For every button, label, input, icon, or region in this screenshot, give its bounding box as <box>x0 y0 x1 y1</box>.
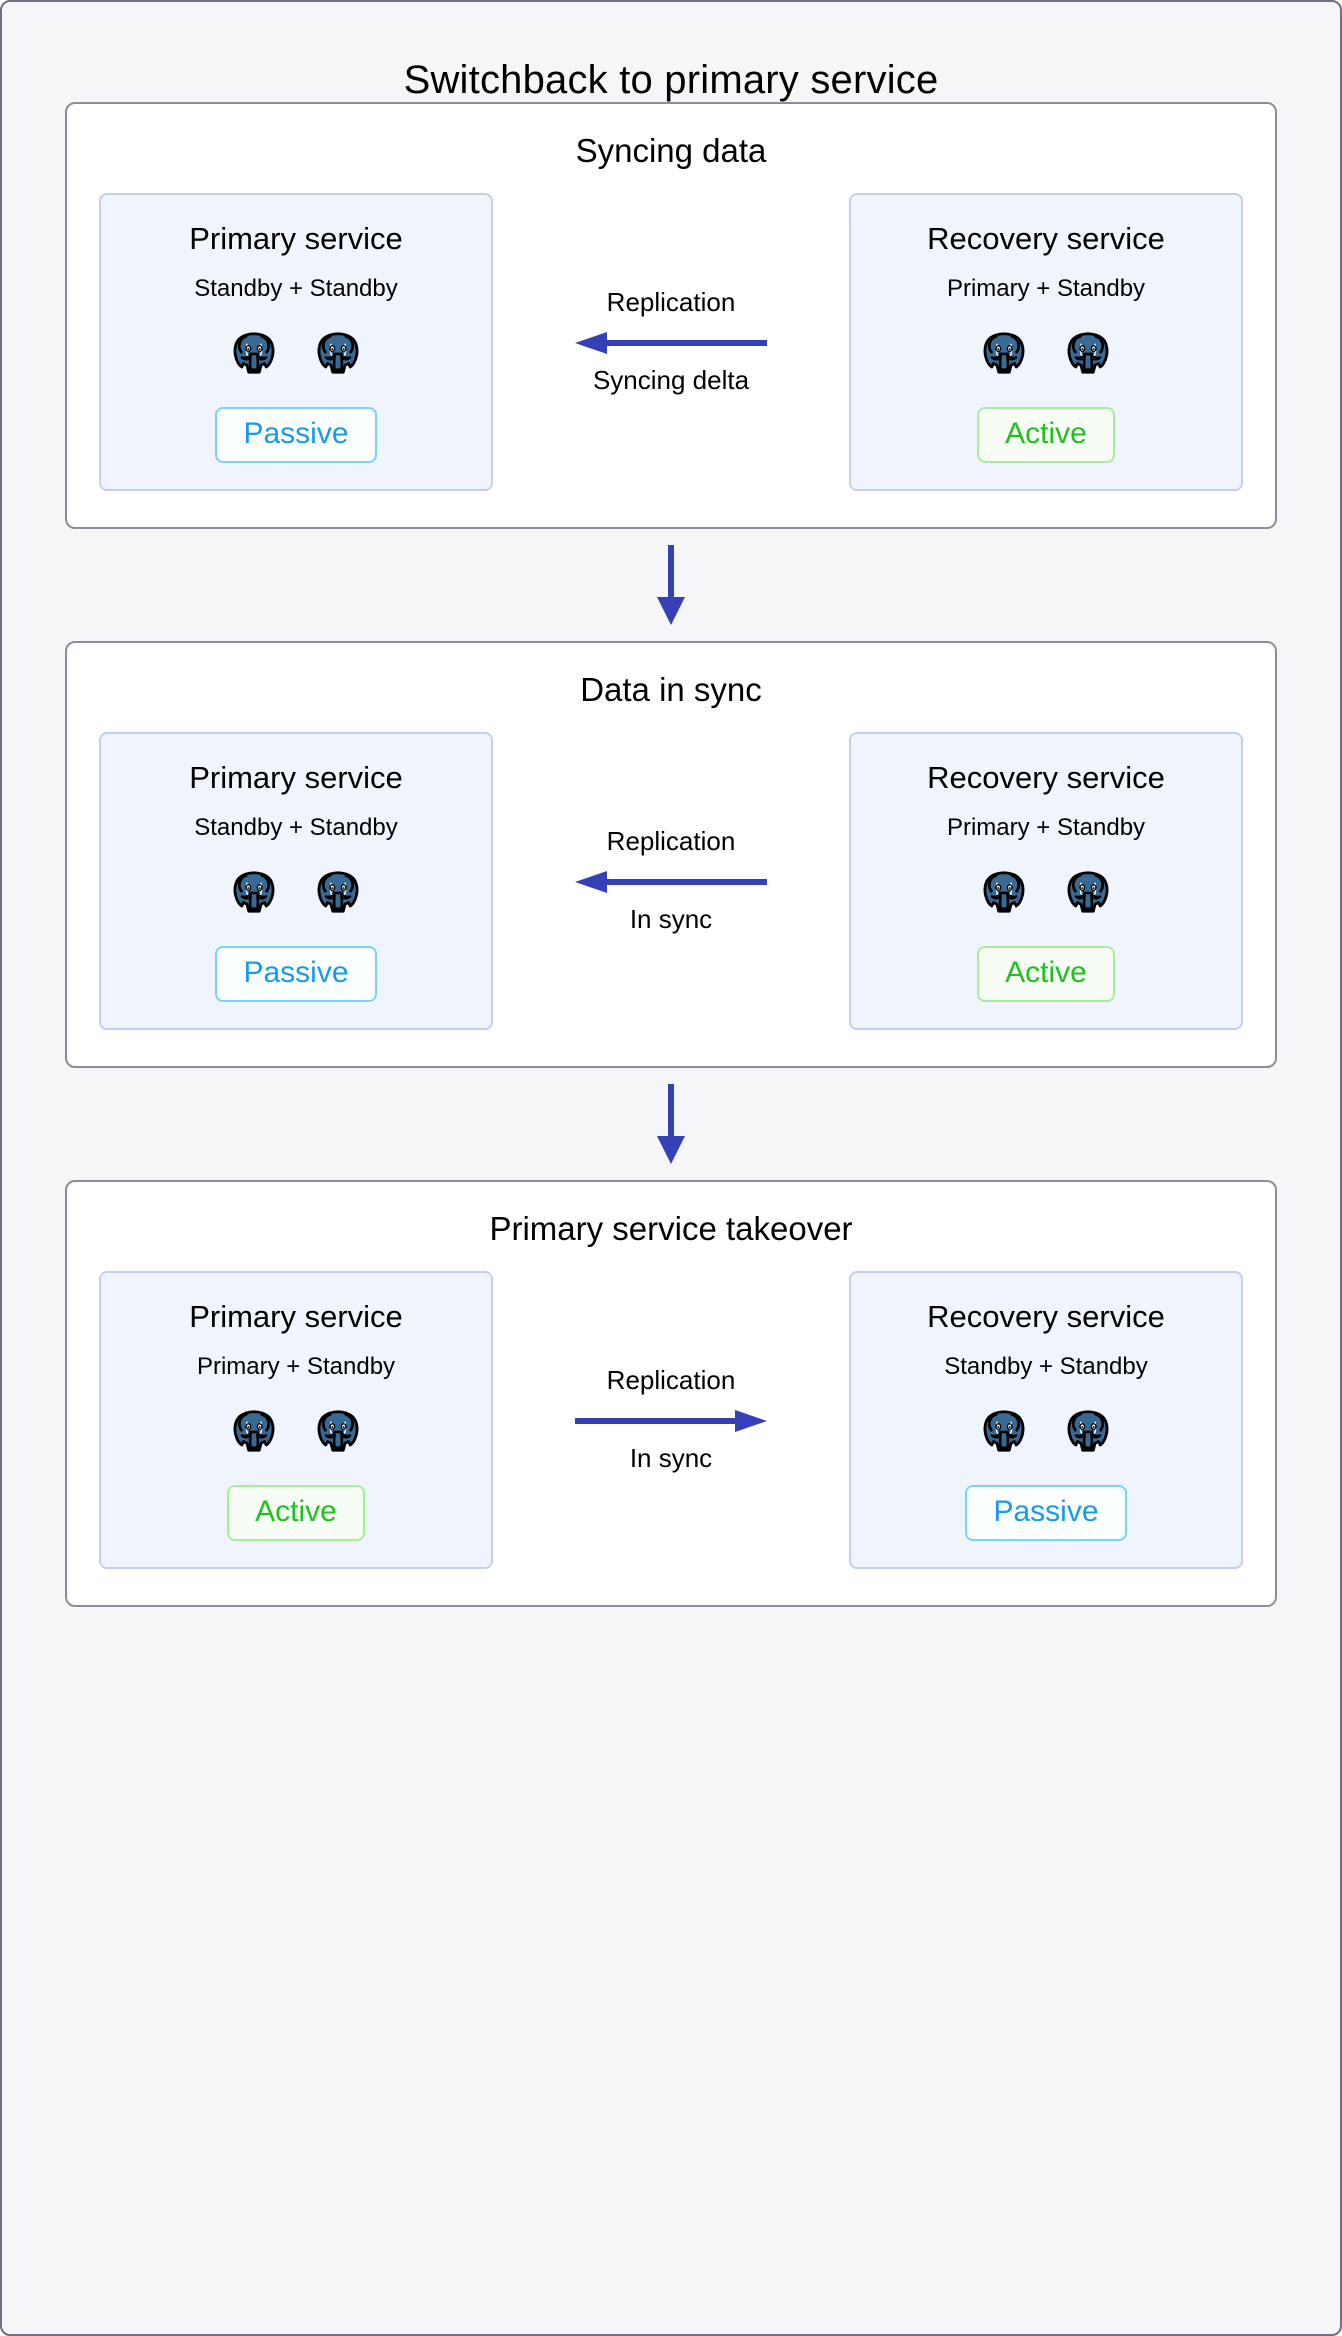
postgres-elephant-icon <box>226 864 282 920</box>
arrow-down-icon <box>657 1084 685 1165</box>
stage-title: Primary service takeover <box>489 1210 853 1248</box>
stage-body: Primary service Standby + Standby <box>67 169 1275 527</box>
service-card-recovery: Recovery service Primary + Standby <box>849 193 1243 492</box>
stage-body: Primary service Primary + Standby <box>67 1247 1275 1605</box>
status-badge-wrap: Active <box>111 1484 481 1542</box>
stage-body: Primary service Standby + Standby <box>67 708 1275 1066</box>
postgres-elephant-icon <box>976 325 1032 381</box>
link-label-top: Replication <box>606 287 736 318</box>
node-group <box>861 1403 1231 1459</box>
replication-link: Replication In sync <box>493 826 849 935</box>
service-card-recovery: Recovery service Standby + Standby <box>849 1271 1243 1570</box>
stage-title: Data in sync <box>580 671 762 709</box>
service-name: Recovery service <box>927 1299 1165 1335</box>
step-arrow-row <box>65 1068 1277 1180</box>
node-group <box>861 864 1231 920</box>
service-card-primary: Primary service Standby + Standby <box>99 193 493 492</box>
stage-panel-syncing-data: Syncing data Primary service Standby + S… <box>65 102 1277 530</box>
postgres-elephant-icon <box>1060 864 1116 920</box>
service-roles: Primary + Standby <box>196 1353 396 1380</box>
node-group <box>111 1403 481 1459</box>
step-arrow-row <box>65 529 1277 641</box>
status-badge-wrap: Active <box>861 945 1231 1003</box>
service-name: Primary service <box>189 221 403 257</box>
service-roles: Standby + Standby <box>194 813 398 841</box>
status-badge: Active <box>977 406 1115 464</box>
link-label-bottom: Syncing delta <box>592 365 750 396</box>
stage-title: Syncing data <box>575 132 767 169</box>
service-roles: Standby + Standby <box>944 1353 1148 1380</box>
status-badge: Passive <box>965 1484 1127 1542</box>
postgres-elephant-icon <box>226 1403 282 1459</box>
status-badge: Passive <box>215 945 377 1003</box>
arrow-right-icon <box>575 1410 767 1433</box>
service-roles: Primary + Standby <box>946 813 1146 841</box>
node-group <box>861 325 1231 381</box>
page-title: Switchback to primary service <box>403 58 939 102</box>
stage-panel-primary-service-takeover: Primary service takeover Primary service… <box>65 1180 1277 1608</box>
node-group <box>111 325 481 381</box>
status-badge-wrap: Passive <box>111 945 481 1003</box>
stage-panel-data-in-sync: Data in sync Primary service Standby + S… <box>65 641 1277 1069</box>
replication-link: Replication Syncing delta <box>493 287 849 396</box>
status-badge-wrap: Active <box>861 406 1231 464</box>
status-badge-wrap: Passive <box>861 1484 1231 1542</box>
postgres-elephant-icon <box>310 325 366 381</box>
service-roles: Primary + Standby <box>946 274 1146 302</box>
link-label-top: Replication <box>606 826 736 857</box>
arrow-down-icon <box>657 545 685 626</box>
node-group <box>111 864 481 920</box>
postgres-elephant-icon <box>310 864 366 920</box>
arrow-left-icon <box>575 871 767 894</box>
postgres-elephant-icon <box>976 864 1032 920</box>
postgres-elephant-icon <box>976 1403 1032 1459</box>
postgres-elephant-icon <box>310 1403 366 1459</box>
service-name: Recovery service <box>927 760 1165 796</box>
service-roles: Standby + Standby <box>194 274 398 302</box>
status-badge: Active <box>227 1484 365 1542</box>
service-card-primary: Primary service Primary + Standby <box>99 1271 493 1570</box>
service-card-primary: Primary service Standby + Standby <box>99 732 493 1031</box>
service-name: Primary service <box>189 1299 403 1335</box>
link-label-top: Replication <box>606 1365 736 1396</box>
service-card-recovery: Recovery service Primary + Standby <box>849 732 1243 1031</box>
postgres-elephant-icon <box>226 325 282 381</box>
link-label-bottom: In sync <box>629 904 713 935</box>
status-badge: Active <box>977 945 1115 1003</box>
replication-link: Replication In sync <box>493 1365 849 1474</box>
postgres-elephant-icon <box>1060 1403 1116 1459</box>
status-badge-wrap: Passive <box>111 406 481 464</box>
service-name: Recovery service <box>927 221 1165 257</box>
stage-list: Syncing data Primary service Standby + S… <box>2 102 1340 1608</box>
service-name: Primary service <box>189 760 403 796</box>
postgres-elephant-icon <box>1060 325 1116 381</box>
link-label-bottom: In sync <box>629 1443 713 1474</box>
arrow-left-icon <box>575 332 767 355</box>
status-badge: Passive <box>215 406 377 464</box>
